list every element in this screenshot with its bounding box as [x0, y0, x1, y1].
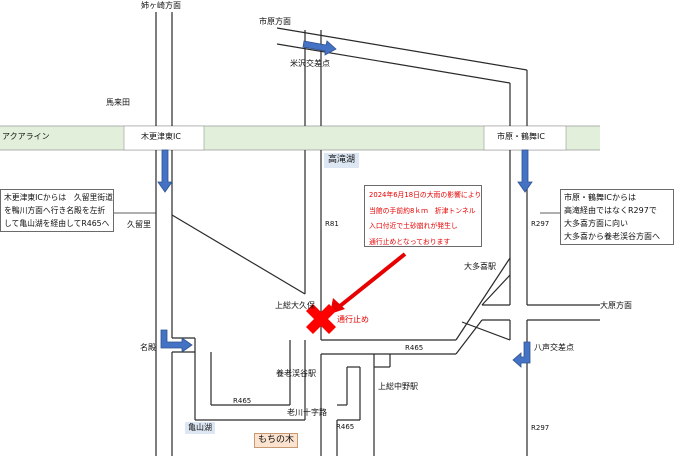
arrow-yasho-turn — [512, 341, 531, 368]
arrow-nadome-turn — [160, 329, 193, 353]
alert-road-closure: 2024年6月18日の大雨の影響により 当館の手前約8ｋｍ 折津トンネル 入口付… — [364, 185, 482, 247]
arrow-yonezawa — [302, 40, 337, 56]
road-ichihara-diag-a — [276, 27, 528, 71]
note-ichihara-route: 市原・鶴舞ICからは 高滝経由ではなくR297で 大多喜方面に向い 大多喜から養… — [560, 189, 674, 245]
alert-line: 入口付近で土砂崩れが発生し — [369, 222, 458, 230]
label-ichihara-ic: 市原・鶴舞IC — [497, 132, 545, 141]
label-myogasaki: 姉ヶ崎方面 — [141, 1, 181, 10]
note-right-line: 大多喜から養老渓谷方面へ — [564, 232, 660, 241]
label-yasho: 八声交差点 — [534, 343, 574, 352]
arrow-kisarazu-down — [157, 149, 173, 193]
note-right-line: 市原・鶴舞ICからは — [564, 193, 636, 202]
road-ichihara-diag-b — [276, 43, 511, 84]
label-otaki-station: 大多喜駅 — [464, 262, 496, 271]
label-umakuta: 馬来田 — [106, 98, 130, 107]
label-yonezawa: 米沢交差点 — [290, 59, 330, 68]
label-ohara: 大原方面 — [600, 301, 632, 310]
note-left-line: 木更津東ICからは 久留里街道 — [4, 193, 113, 202]
road-kururi-diag — [171, 214, 306, 295]
arrow-ichihara-down — [517, 149, 533, 193]
closure-cross-icon — [306, 304, 336, 334]
note-left-line: を鴨川方面へ行き名殿を左折 — [4, 206, 106, 215]
label-aqualine: アクアライン — [2, 132, 50, 141]
alert-line: 通行止めとなっております — [369, 237, 451, 246]
label-r297-upper: R297 — [531, 220, 550, 228]
label-mochinoki: もちの木 — [254, 433, 299, 448]
alert-line: 2024年6月18日の大雨の影響により — [369, 191, 482, 199]
note-left-line: して亀山湖を経由してR465へ — [4, 219, 110, 228]
label-nadome: 名殿 — [140, 343, 156, 352]
road-otaki-diag-2 — [481, 274, 511, 306]
road-otaki-diag-4 — [461, 321, 511, 341]
label-takataki-lake: 高滝湖 — [324, 153, 360, 168]
label-oikawa: 老川十字路 — [287, 408, 327, 417]
label-closure: 通行止め — [337, 315, 369, 324]
note-right-line: 大多喜方面に向い — [564, 219, 628, 228]
label-kameyama-lake: 亀山湖 — [185, 422, 215, 434]
alert-line: 当館の手前約8ｋｍ 折津トンネル — [369, 206, 476, 215]
label-kisarazu-ic: 木更津東IC — [141, 132, 181, 141]
label-kazusa-nakano: 上総中野駅 — [378, 382, 418, 391]
note-right-line: 高滝経由ではなくR297で — [564, 206, 657, 215]
label-r465-lower-left: R465 — [233, 397, 252, 405]
label-r465-lower-mid: R465 — [336, 423, 355, 431]
label-r465-mid: R465 — [405, 344, 424, 352]
label-yoro-keikoku: 養老渓谷駅 — [276, 369, 316, 378]
kisarazu-ic-box — [123, 125, 205, 151]
note-kisarazu-route: 木更津東ICからは 久留里街道 を鴨川方面へ行き名殿を左折 して亀山湖を経由して… — [0, 189, 114, 232]
label-kururi: 久留里 — [127, 220, 151, 229]
road-otaki-diag-1 — [455, 257, 511, 341]
label-r297-lower: R297 — [531, 424, 550, 432]
label-r81: R81 — [325, 220, 339, 228]
label-ichihara-direction: 市原方面 — [259, 17, 291, 26]
road-otaki-diag-3 — [455, 319, 483, 355]
closure-arrow-shaft — [338, 252, 407, 308]
label-kazusa-okubo: 上総大久保 — [275, 301, 315, 310]
